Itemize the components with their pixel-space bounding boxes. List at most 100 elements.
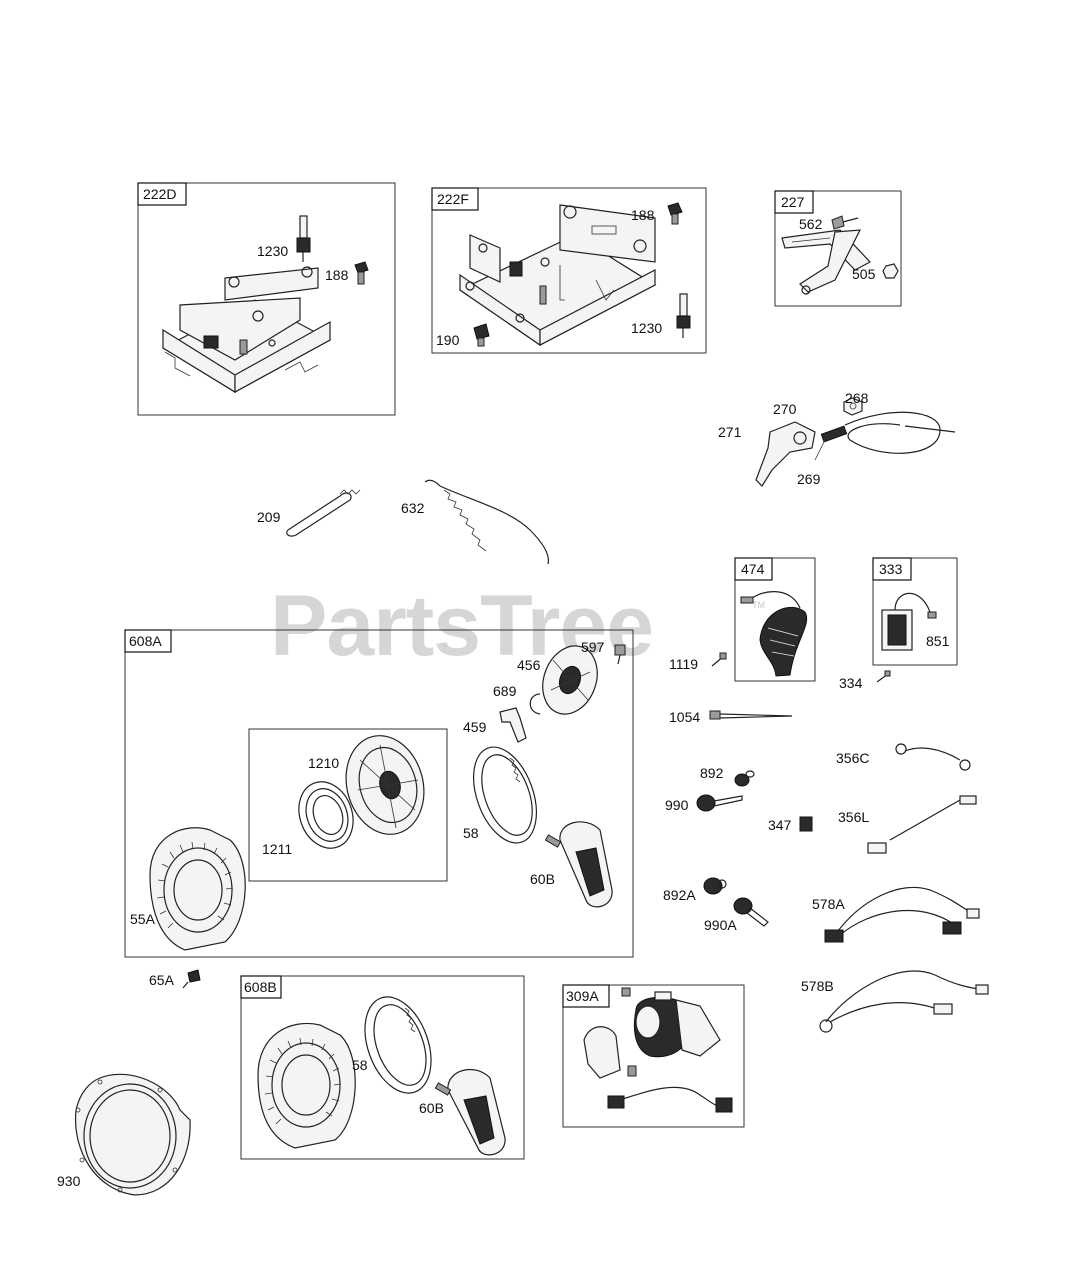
- spring-269-drawing: [814, 439, 826, 461]
- nut-505-drawing: [882, 263, 899, 279]
- housing-55A-drawing: [149, 827, 246, 951]
- springs: 209 632: [257, 479, 550, 565]
- group-333-label[interactable]: 333: [879, 561, 903, 577]
- group-474-label[interactable]: 474: [741, 561, 765, 577]
- part-label-1210[interactable]: 1210: [308, 755, 339, 771]
- part-label-851[interactable]: 851: [926, 633, 950, 649]
- part-label-632[interactable]: 632: [401, 500, 425, 516]
- group-309A-frame: [562, 984, 745, 1128]
- handle-60B-drawing: [434, 1068, 506, 1156]
- recoil-spring-1211-drawing: [298, 781, 354, 849]
- housing-608B-drawing: [257, 1022, 356, 1149]
- part-label-334[interactable]: 334: [839, 675, 863, 691]
- part-label-356L[interactable]: 356L: [838, 809, 869, 825]
- group-222F: 222F: [431, 187, 707, 354]
- part-label-65A[interactable]: 65A: [149, 972, 175, 988]
- bolt-188-drawing: [354, 261, 369, 285]
- group-333-tagbox: [872, 557, 912, 581]
- rope-58-drawing: [473, 746, 537, 844]
- group-309A-label[interactable]: 309A: [566, 988, 599, 1004]
- group-333-frame: [872, 557, 958, 666]
- wire-356L-drawing: [867, 795, 977, 854]
- watermark-trademark: TM: [752, 600, 765, 610]
- part-label-60B[interactable]: 60B: [530, 871, 555, 887]
- part-label-269[interactable]: 269: [797, 471, 821, 487]
- part-label-188[interactable]: 188: [325, 267, 349, 283]
- part-label-58[interactable]: 58: [463, 825, 479, 841]
- key-switch-892A-drawing: [703, 877, 727, 895]
- part-label-1230[interactable]: 1230: [631, 320, 662, 336]
- group-608A-label[interactable]: 608A: [129, 633, 162, 649]
- group-608B-tagbox: [240, 975, 282, 999]
- part-label-562[interactable]: 562: [799, 216, 823, 232]
- group-227-tagbox: [774, 190, 814, 214]
- shroud-930-drawing: [74, 1073, 191, 1196]
- part-label-892[interactable]: 892: [700, 765, 724, 781]
- part-label-209[interactable]: 209: [257, 509, 281, 525]
- group-608B: 608B 58 60B: [240, 975, 525, 1160]
- bolt-188-drawing: [667, 202, 683, 225]
- pulley-1210-drawing: [345, 735, 425, 835]
- group-608A: 608A: [124, 629, 634, 958]
- group-608A-tagbox: [124, 629, 172, 653]
- group-222F-label[interactable]: 222F: [437, 191, 469, 207]
- group-608B-label[interactable]: 608B: [244, 979, 277, 995]
- part-label-55A[interactable]: 55A: [130, 911, 156, 927]
- part-label-990A[interactable]: 990A: [704, 917, 737, 933]
- part-label-60B[interactable]: 60B: [419, 1100, 444, 1116]
- group-227-frame: [774, 190, 902, 307]
- plug-347-drawing: [799, 816, 813, 832]
- part-label-268[interactable]: 268: [845, 390, 869, 406]
- part-label-578A[interactable]: 578A: [812, 896, 845, 912]
- part-label-190[interactable]: 190: [436, 332, 460, 348]
- screw-562-drawing: [831, 215, 859, 230]
- group-474-frame: [734, 557, 816, 682]
- pawl-459-drawing: [499, 707, 527, 743]
- key-990A-drawing: [733, 897, 769, 927]
- part-label-270[interactable]: 270: [773, 401, 797, 417]
- key-990-drawing: [696, 794, 743, 812]
- part-label-188[interactable]: 188: [631, 207, 655, 223]
- group-222D-label[interactable]: 222D: [143, 186, 176, 202]
- throttle-cable-assembly: 270 268 271 269: [718, 390, 956, 487]
- part-label-356C[interactable]: 356C: [836, 750, 869, 766]
- harness-578A-drawing: [824, 886, 980, 943]
- part-label-1119[interactable]: 1119: [669, 656, 698, 672]
- spring-209-drawing: [286, 492, 352, 537]
- armature-333-drawing: [881, 592, 937, 651]
- group-608A-frame: [124, 629, 634, 958]
- part-label-689[interactable]: 689: [493, 683, 517, 699]
- part-label-271[interactable]: 271: [718, 424, 742, 440]
- group-222D: 222D 1230 188: [137, 182, 396, 416]
- nut-270-drawing: [843, 397, 863, 416]
- part-label-892A[interactable]: 892A: [663, 887, 696, 903]
- part-label-578B[interactable]: 578B: [801, 978, 834, 994]
- part-label-1230[interactable]: 1230: [257, 243, 288, 259]
- group-222F-frame: [431, 187, 707, 354]
- bolt-190-drawing: [473, 323, 490, 347]
- part-label-1054[interactable]: 1054: [669, 709, 700, 725]
- group-222D-tagbox: [137, 182, 187, 206]
- part-label-505[interactable]: 505: [852, 266, 876, 282]
- part-label-459[interactable]: 459: [463, 719, 487, 735]
- group-474: 474: [734, 557, 816, 682]
- bracket-271-drawing: [755, 421, 816, 487]
- spring-632-drawing: [439, 485, 550, 565]
- group-227-label[interactable]: 227: [781, 194, 805, 210]
- part-label-597[interactable]: 597: [581, 639, 605, 655]
- electrical-parts: 1119 334 1054 356C 892 990 347 356L 892A…: [663, 652, 989, 1033]
- key-switch-892-drawing: [734, 770, 755, 787]
- handle-60B-drawing: [544, 821, 613, 908]
- retainer-456-drawing: [542, 645, 598, 715]
- part-label-58[interactable]: 58: [352, 1057, 368, 1073]
- part-label-1211[interactable]: 1211: [262, 841, 292, 857]
- part-label-347[interactable]: 347: [768, 817, 792, 833]
- group-222F-tagbox: [431, 187, 479, 211]
- cable-268-drawing: [844, 411, 941, 454]
- part-label-990[interactable]: 990: [665, 797, 689, 813]
- wire-356C-drawing: [895, 743, 971, 771]
- part-label-930[interactable]: 930: [57, 1173, 81, 1189]
- part-label-456[interactable]: 456: [517, 657, 541, 673]
- stud-1230-drawing: [296, 215, 311, 262]
